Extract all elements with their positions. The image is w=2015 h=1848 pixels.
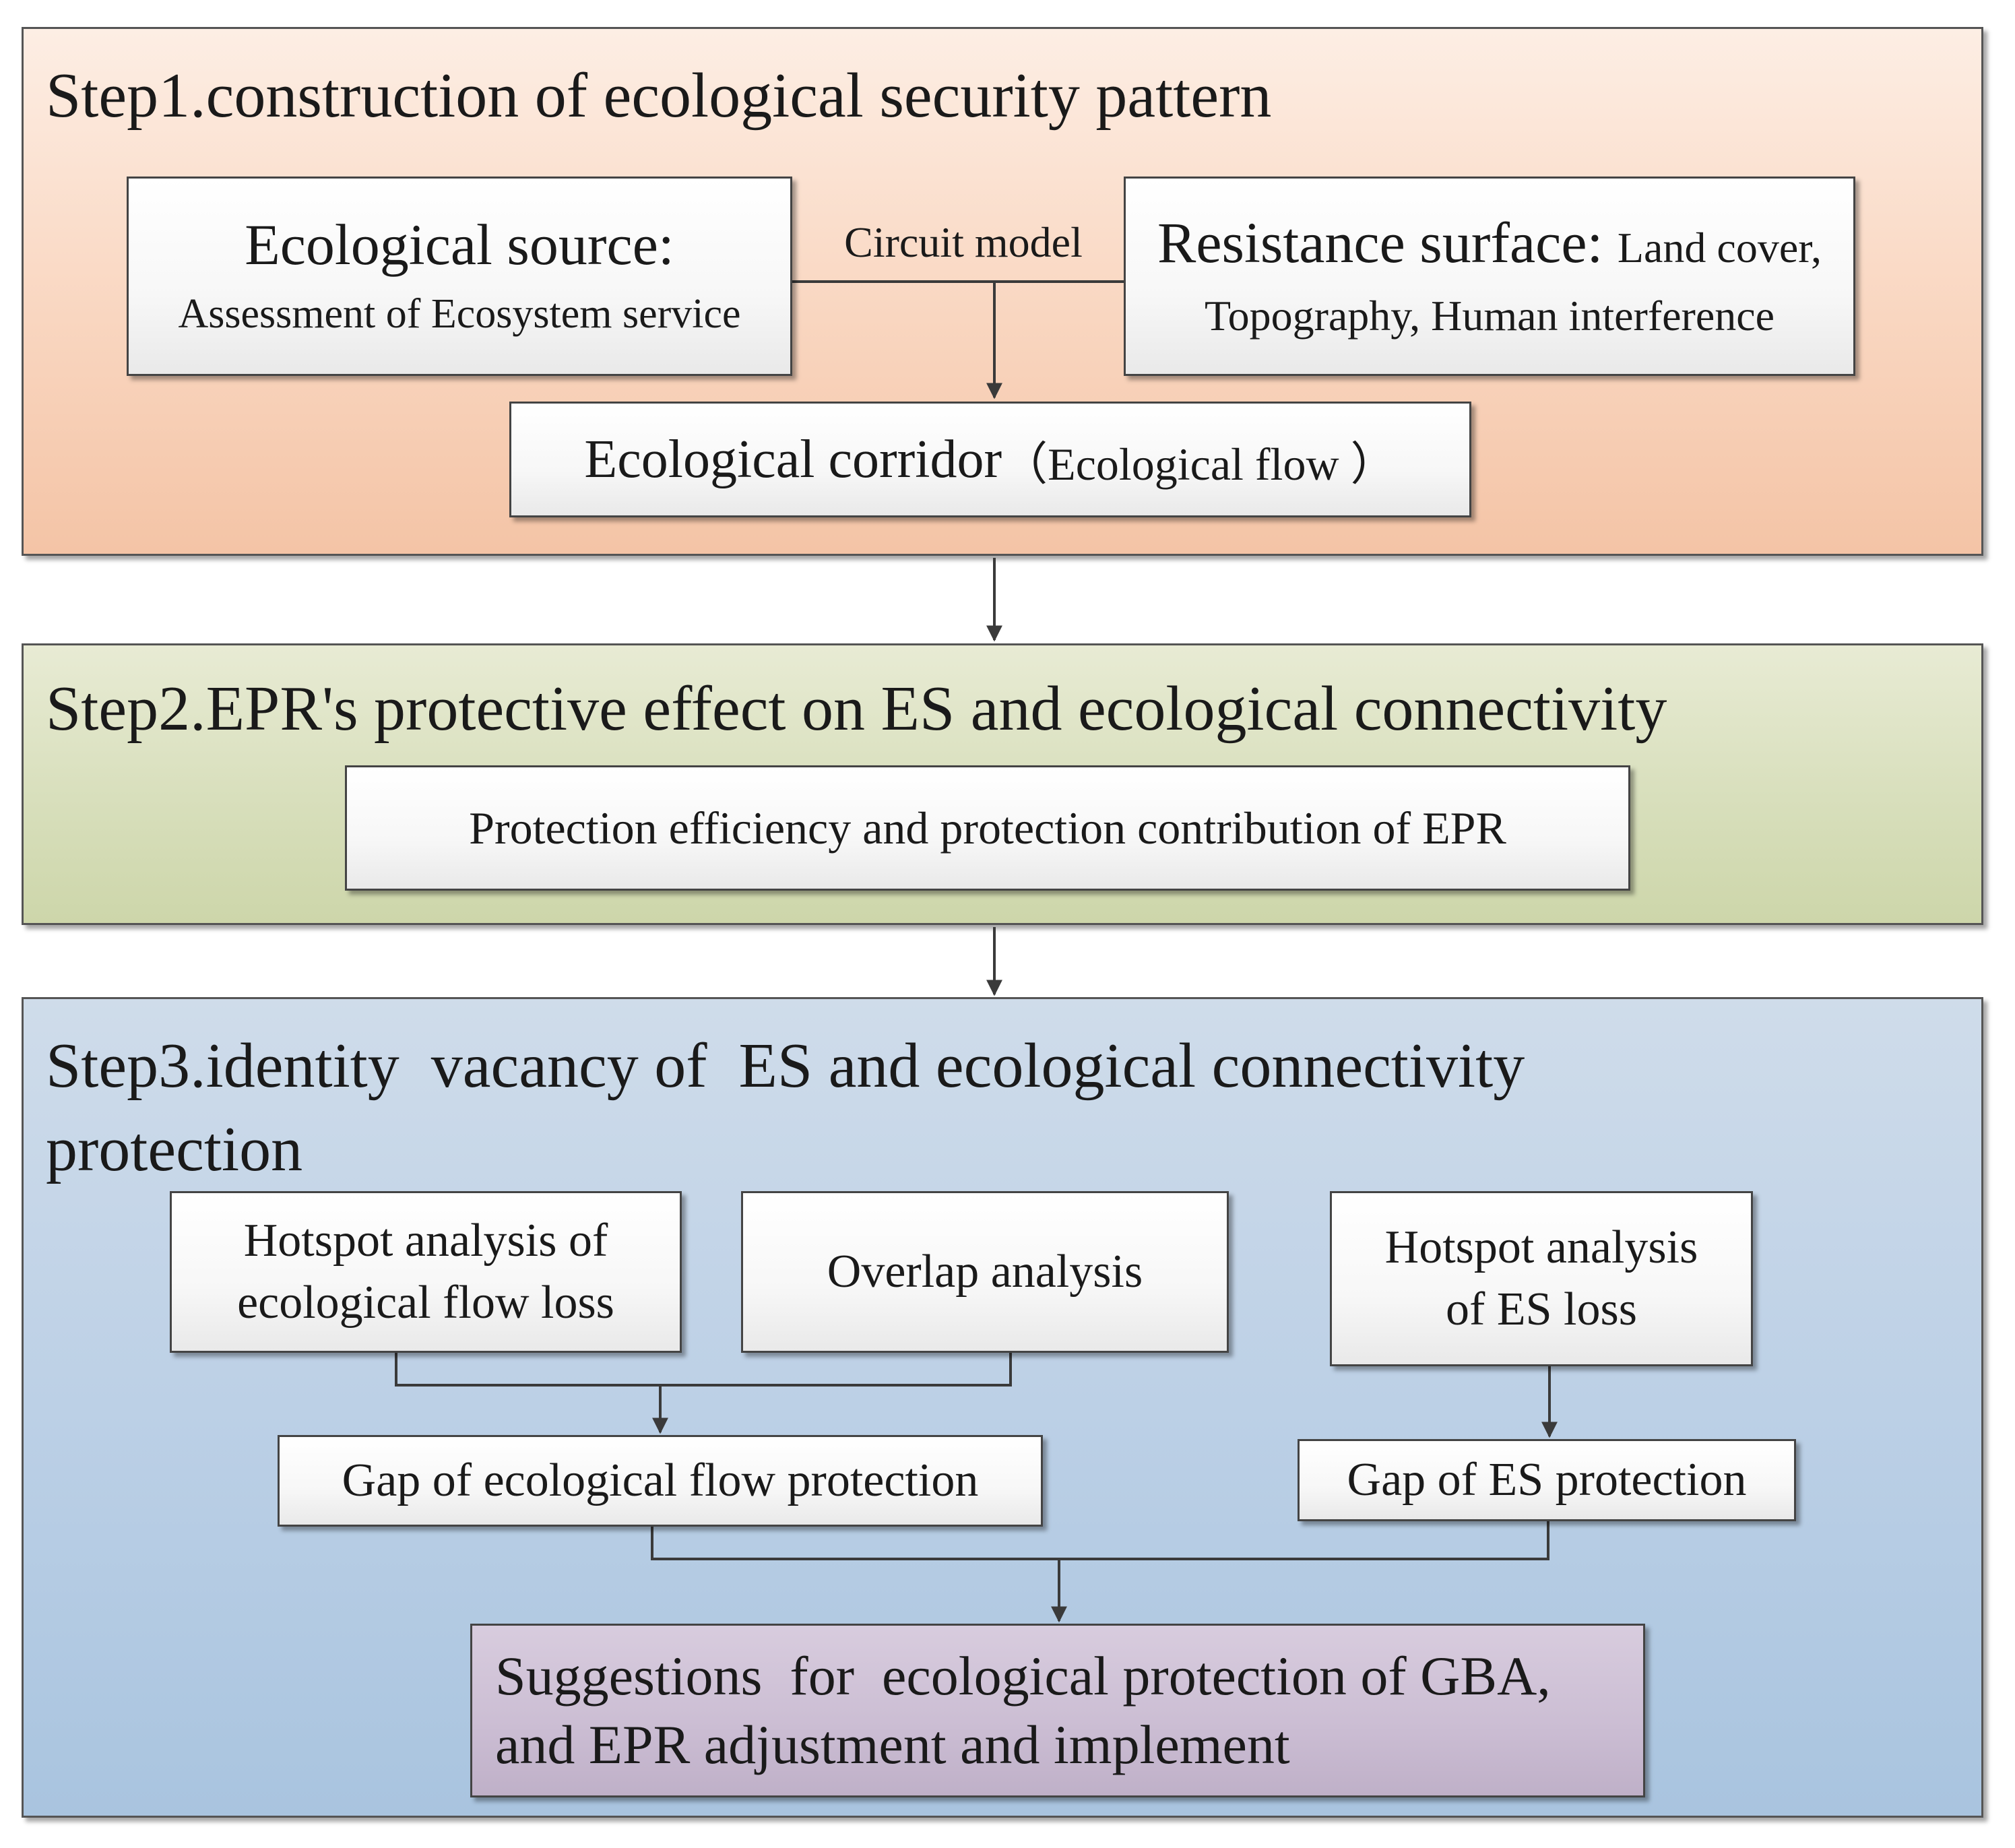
gap-flow-text: Gap of ecological flow protection [342,1455,979,1506]
suggestions-box: Suggestions for ecological protection of… [470,1624,1645,1797]
resistance-surface-line1: Resistance surface: Land cover, [1157,208,1822,282]
resistance-surface-title: Resistance surface: [1157,210,1603,275]
protection-efficiency-box: Protection efficiency and protection con… [345,765,1630,891]
hotspot-es-line1: Hotspot analysis [1384,1221,1698,1273]
hotspot-flow-line2: ecological flow loss [237,1277,614,1329]
step3-panel [22,997,1983,1818]
hotspot-flow-line1: Hotspot analysis of [243,1215,608,1267]
step2-title: Step2.EPR's protective effect on ES and … [46,674,1667,744]
circuit-model-label: Circuit model [844,218,1083,266]
hotspot-es-loss-box: Hotspot analysis of ES loss [1330,1191,1753,1366]
ecological-source-title: Ecological source: [245,212,674,277]
resistance-factors-2: Topography, Human interference [1204,292,1775,340]
suggestion-line1: Suggestions for ecological protection of… [495,1645,1551,1707]
overlap-analysis-box: Overlap analysis [741,1191,1229,1353]
merge-line-flow [395,1353,1012,1387]
resistance-factors-1: Land cover, [1617,224,1822,272]
step3-title: Step3.identity vacancy of ES and ecologi… [46,1024,1797,1191]
step3-title-line1: Step3.identity vacancy of ES and ecologi… [46,1031,1525,1101]
resistance-surface-box: Resistance surface: Land cover, Topograp… [1124,177,1855,376]
merge-line-gaps [651,1521,1549,1560]
ecological-corridor-detail: （Ecological flow ） [1002,438,1397,490]
protection-efficiency-text: Protection efficiency and protection con… [469,802,1506,854]
ecological-corridor-title: Ecological corridor [584,429,1002,489]
ecological-source-box: Ecological source: Assessment of Ecosyst… [127,177,792,376]
step3-title-line2: protection [46,1114,303,1184]
gap-es-text: Gap of ES protection [1347,1454,1747,1506]
overlap-analysis-text: Overlap analysis [827,1246,1143,1298]
suggestion-line2: and EPR adjustment and implement [495,1714,1290,1775]
step1-title: Step1.construction of ecological securit… [46,61,1272,131]
hotspot-es-line2: of ES loss [1446,1283,1637,1335]
gap-es-protection-box: Gap of ES protection [1298,1439,1796,1521]
hotspot-flow-loss-box: Hotspot analysis of ecological flow loss [170,1191,682,1353]
ecological-corridor-box: Ecological corridor（Ecological flow ） [509,402,1471,517]
ecological-source-detail: Assessment of Ecosystem service [178,291,741,337]
gap-flow-protection-box: Gap of ecological flow protection [278,1435,1043,1527]
